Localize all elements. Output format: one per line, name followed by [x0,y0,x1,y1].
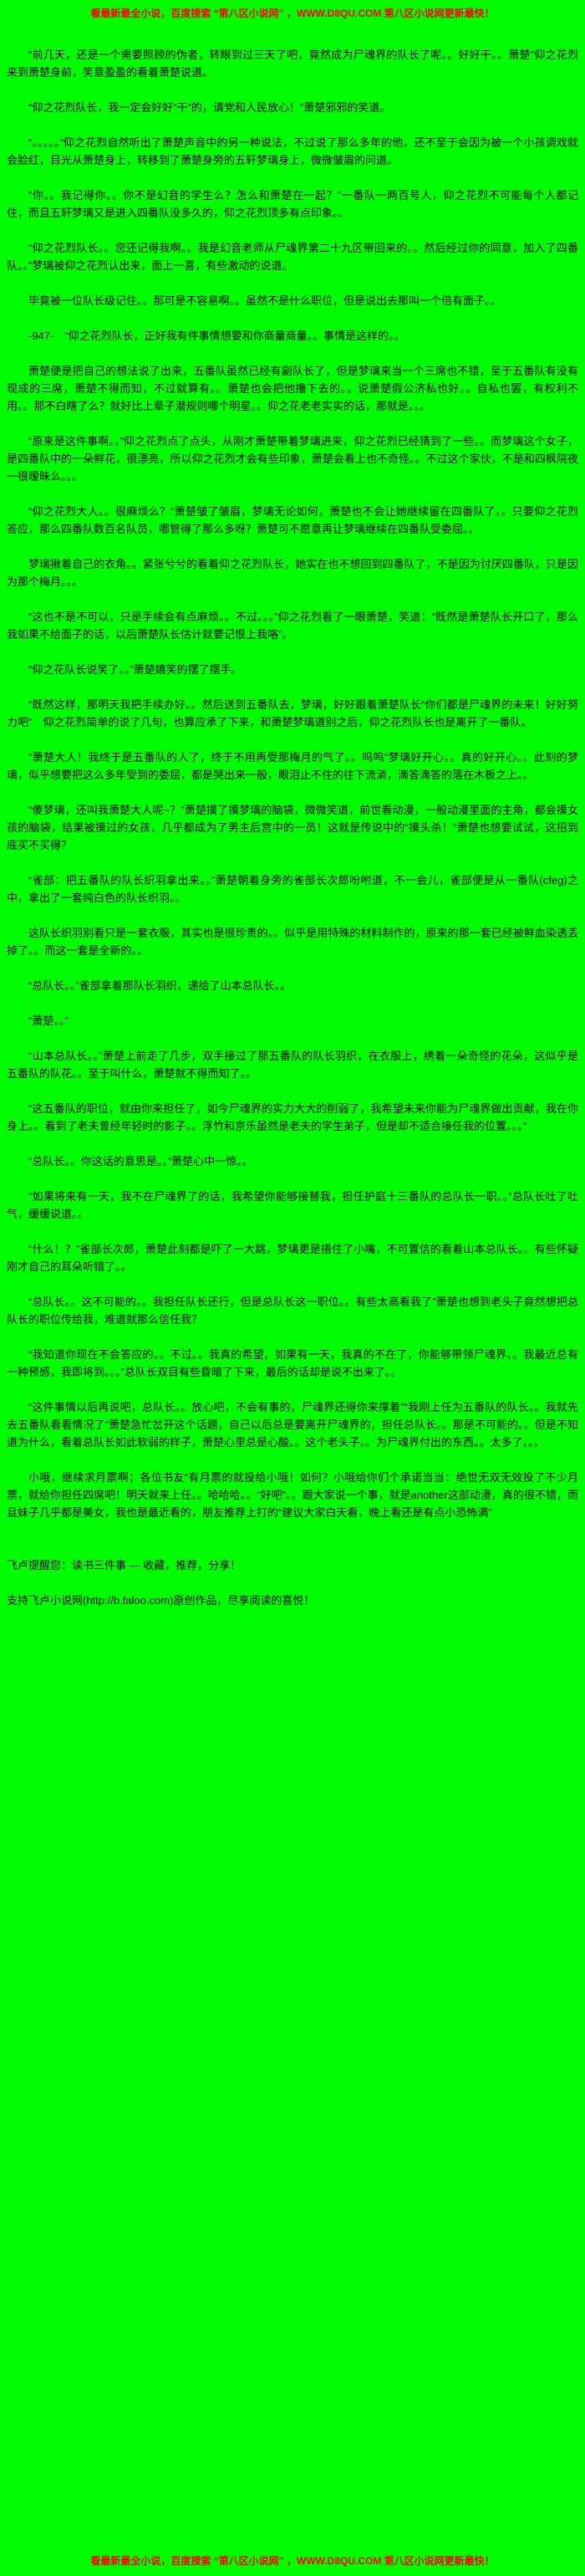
novel-paragraph: “仰之花烈大人。。很麻烦么？”萧楚皱了皱眉，梦璃无论如何，萧楚也不会让她继续留在… [7,505,578,535]
novel-paragraph: 梦璃揪着自己的衣角。。紧张兮兮的看着仰之花烈队长，她实在也不想回到四番队了，不是… [7,558,578,588]
novel-paragraph: “如果将来有一天，我不在尸魂界了的话，我希望你能够接替我，担任护庭十三番队的总队… [7,1190,578,1220]
site-support-line[interactable]: 支持飞卢小说网(http://b.faloo.com)原创作品，尽享阅读的喜悦！ [7,1594,315,1607]
novel-paragraph: 毕竟被一位队长级记住。。那可是不容易啊。。虽然不是什么职位，但是说出去那叫一个倍… [28,294,501,307]
novel-paragraph: 萧楚便是把自己的想法说了出来，五番队虽然已经有副队长了，但是梦璃来当一个三席也不… [7,365,578,412]
novel-paragraph: “总队长。。”雀部拿着那队长羽织，递给了山本总队长。。 [28,979,292,992]
novel-paragraph: “雀部：把五番队的队长织羽拿出来。。”萧楚朝着身旁的雀部长次郎吩咐道，不一会儿，… [7,874,578,904]
novel-paragraph: “这也不是不可以，只是手续会有点麻烦。。不过。。。”仰之花烈看了一眼萧楚，笑道：… [7,611,578,641]
novel-paragraph: “前几天，还是一个需要照顾的伪者，转眼到过三天了吧，竟然成为尸魂界的队长了呢。。… [7,49,578,79]
novel-paragraph: 这队长织羽别看只是一套衣服，其实也是很珍贵的。。似乎是用特殊的材料制作的，原来的… [7,927,578,957]
novel-paragraph: “仰之花烈队长，我一定会好好“干”的，请党和人民放心！”萧楚邪邪的笑道。 [28,101,391,114]
novel-paragraph: “这五番队的职位，就由你来担任了，如今尸魂界的实力大大的削弱了，我希望未来你能为… [7,1102,578,1132]
reader-reminder: 飞卢提醒您：读书三件事 — 收藏，推荐，分享！ [7,1559,242,1572]
novel-paragraph: “这件事情以后再说吧，总队长。。放心吧，不会有事的，尸魂界还得你来撑着”“我刚上… [7,1401,578,1449]
novel-paragraph: “萧楚。。” [28,1015,69,1027]
novel-paragraph: “山本总队长。。”萧楚上前走了几步，双手接过了那五番队的队长羽织，在衣服上，绣着… [7,1050,578,1080]
novel-paragraph: 小哦，继续求月票啊；各位书友“有月票的就投给小哦！如何？小哦给你们个承诺当当：绝… [7,1471,578,1519]
footer-block: 飞卢提醒您：读书三件事 — 收藏，推荐，分享！ 支持飞卢小说网(http://b… [0,1539,585,1627]
top-ad-banner[interactable]: 看最新最全小说，百度搜索 “第八区小说网” ，WWW.D8QU.COM 第八区小… [90,8,495,19]
novel-paragraph: “仰之花队长说笑了。。”萧楚嬉笑的摆了摆手。 [28,663,242,676]
novel-paragraph: “你。。我记得你。。你不是幻音的学生么？怎么和萧楚在一起？”一番队一两百号人，仰… [7,189,578,219]
novel-paragraph: “。。。。。”仰之花烈自然听出了萧楚声音中的另一种说法，不过说了那么多年的他，还… [7,136,578,166]
novel-paragraph: -947- “仰之花烈队长，正好我有件事情想要和你商量商量。。事情是这样的。。 [28,330,405,342]
novel-paragraph: “总队长。。你这话的意思是。。”萧楚心中一惊。。 [28,1155,253,1168]
bottom-ad-banner[interactable]: 看最新最全小说，百度搜索 “第八区小说网” ，WWW.D8QU.COM 第八区小… [90,2555,495,2567]
novel-paragraph: “什么！？”雀部长次郎，萧楚此刻都是吓了一大跳，梦璃更是捂住了小嘴，不可置信的看… [7,1243,578,1273]
novel-paragraph: “萧楚大人！我终于是五番队的人了，终于不用再受那梅月的气了。。呜呜”梦璃好开心。… [7,751,578,781]
novel-paragraph: “原来是这件事啊。。”仰之花烈点了点头，从刚才萧楚带着梦璃进来，仰之花烈已经猜到… [7,435,578,483]
novel-content: “前几天，还是一个需要照顾的伪者，转眼到过三天了吧，竟然成为尸魂界的队长了呢。。… [0,27,585,1539]
novel-paragraph: “总队长。。这不可能的。。我担任队长还行，但是总队长这一职位。。有些太高看我了”… [7,1296,578,1326]
novel-paragraph: “我知道你现在不会答应的。。不过。。我真的希望，如果有一天，我真的不在了，你能够… [7,1348,578,1378]
novel-paragraph: “既然这样，那明天我把手续办好。。然后送到五番队去，梦璃，好好跟着萧楚队长“你们… [7,698,578,728]
novel-paragraph: “傻梦璃，还叫我萧楚大人呢~？”萧楚摸了摸梦璃的脑袋，微微笑道，前世看动漫，一般… [7,804,578,851]
novel-paragraph: “仰之花烈队长。。您还记得我啊。。我是幻音老师从尸魂界第二十九区带回来的。。然后… [7,242,578,272]
